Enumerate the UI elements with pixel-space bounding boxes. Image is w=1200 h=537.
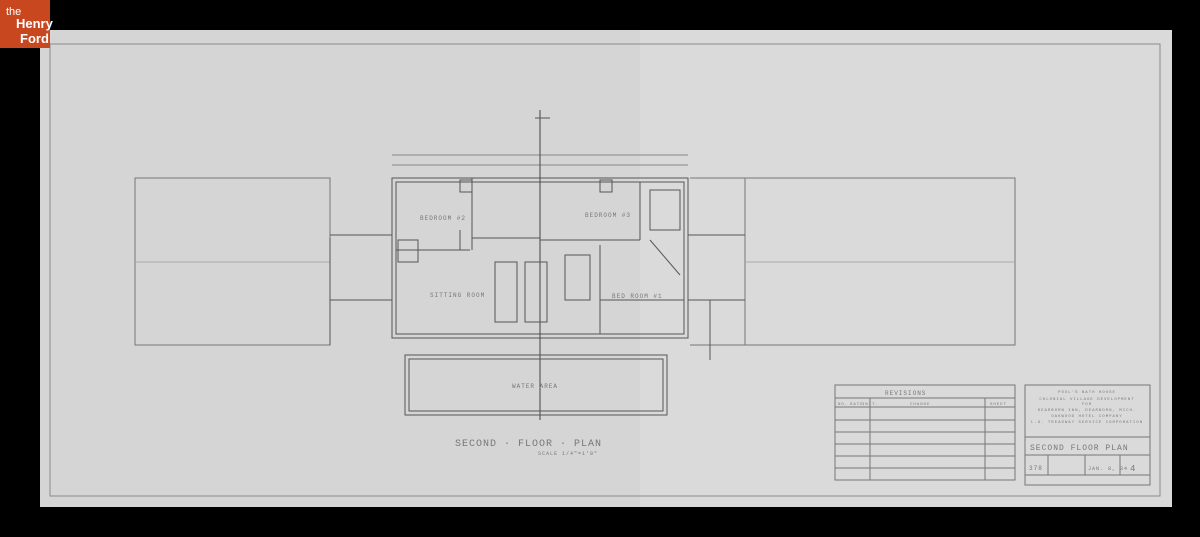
revisions-column: SHEET <box>990 403 1007 407</box>
drawing-date: JAN. 8, 34 <box>1088 466 1128 472</box>
henry-ford-logo: the Henry Ford <box>0 0 53 48</box>
room-label: SITTING ROOM <box>430 292 485 299</box>
title-line: OAKWOOD HOTEL COMPANY <box>1051 415 1122 419</box>
title-line: DEARBORN INN, DEARBORN, MICH. <box>1038 409 1137 413</box>
revisions-column: NO. <box>838 403 848 407</box>
room-label: BEDROOM #3 <box>585 212 631 219</box>
title-line: POOL'S BATH HOUSE <box>1058 390 1116 395</box>
title-block <box>1024 384 1151 486</box>
room-label: WATER AREA <box>512 383 558 390</box>
revisions-heading: REVISIONS <box>885 390 926 397</box>
drawing-number: 378 <box>1029 465 1043 472</box>
revisions-column: INIT. <box>862 403 879 407</box>
revisions-column: DATE <box>850 403 864 407</box>
drawing-title: SECOND · FLOOR · PLAN <box>455 439 602 450</box>
sheet-title: SECOND FLOOR PLAN <box>1030 444 1129 453</box>
drawing-scale: SCALE 1/4"=1'0" <box>538 451 598 457</box>
sheet-number: 4 <box>1130 464 1136 474</box>
room-label: BED ROOM #1 <box>612 293 663 300</box>
title-line: L.G. TREADWAY SERVICE CORPORATION <box>1031 421 1143 425</box>
room-label: BEDROOM #2 <box>420 215 466 222</box>
revisions-table <box>834 384 1016 481</box>
revisions-column: CHANGE <box>910 403 930 407</box>
title-line: FOR <box>1082 403 1092 407</box>
logo-text: the <box>6 6 22 18</box>
title-line: COLONIAL VILLAGE DEVELOPMENT <box>1039 398 1134 402</box>
logo-text: Ford <box>20 31 49 46</box>
logo-text: Henry <box>16 16 53 31</box>
floor-plan <box>329 110 745 420</box>
sheet-border <box>49 43 1161 497</box>
